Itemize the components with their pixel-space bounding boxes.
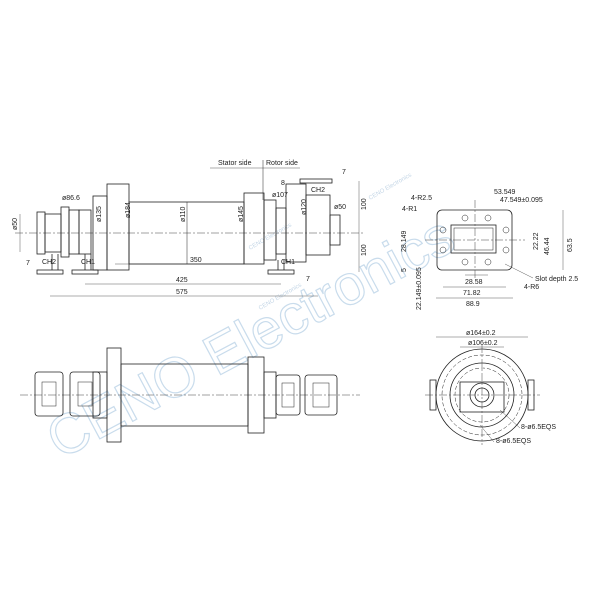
dim-53-549: 53.549 — [494, 189, 516, 196]
stator-side-label: Stator side — [218, 160, 252, 167]
holes-label-2: 8-ø6.5EQS — [496, 438, 531, 445]
dim-d86-6: ø86.6 — [62, 195, 80, 202]
dim-22-149: 22.149±0.095 — [416, 267, 423, 310]
dim-100-bottom: 100 — [361, 244, 368, 256]
flange-view: 4-R2.5 4-R1 53.549 47.549±0.095 22.22 46… — [401, 189, 578, 310]
ch2-right-label: CH2 — [311, 187, 325, 194]
dim-22-22: 22.22 — [533, 232, 540, 250]
r6-label: 4-R6 — [524, 284, 539, 291]
watermark-small: CENO Electronics — [368, 172, 413, 201]
dim-d120: ø120 — [301, 199, 308, 215]
dim-d164: ø164±0.2 — [466, 330, 496, 337]
holes-label-1: 8-ø6.5EQS — [521, 424, 556, 431]
watermark-text: CENO Electronics — [36, 203, 464, 470]
end-view: ø164±0.2 ø106±0.2 8-ø6.5EQS 8-ø6.5EQS — [425, 330, 556, 445]
dim-88-9: 88.9 — [466, 301, 480, 308]
dim-8: 8 — [281, 180, 285, 187]
dim-d145: ø145 — [238, 206, 245, 222]
dim-7-left: 7 — [26, 260, 30, 267]
dim-425: 425 — [176, 277, 188, 284]
slot-depth-label: Slot depth 2.5 — [535, 276, 578, 283]
dim-28-149: 28.149 — [401, 230, 408, 252]
dim-63-5: 63.5 — [567, 238, 574, 252]
ch2-left-label: CH2 — [42, 259, 56, 266]
dim-7-top: 7 — [342, 169, 346, 176]
side-view: Stator side Rotor side 350 425 575 ø50 ø… — [12, 160, 368, 297]
dim-5: 5 — [401, 268, 408, 272]
dim-d184: ø184 — [125, 202, 132, 218]
dim-d107: ø107 — [272, 192, 288, 199]
r1-label: 4-R1 — [402, 206, 417, 213]
rotor-side-label: Rotor side — [266, 160, 298, 167]
dim-46-44: 46.44 — [544, 237, 551, 255]
dim-28-58: 28.58 — [465, 279, 483, 286]
dim-d50-right: ø50 — [334, 204, 346, 211]
dim-575: 575 — [176, 289, 188, 296]
ch1-right-label: CH1 — [281, 259, 295, 266]
dim-7-right: 7 — [306, 276, 310, 283]
ch1-left-label: CH1 — [81, 259, 95, 266]
dim-71-82: 71.82 — [463, 290, 481, 297]
dim-d135: ø135 — [96, 206, 103, 222]
dim-350: 350 — [190, 257, 202, 264]
r2-5-label: 4-R2.5 — [411, 195, 432, 202]
dim-100-top: 100 — [361, 198, 368, 210]
dim-d106: ø106±0.2 — [468, 340, 498, 347]
dim-d50-left: ø50 — [12, 218, 19, 230]
dim-d110: ø110 — [180, 206, 187, 222]
plan-view — [20, 347, 360, 443]
dim-47-549: 47.549±0.095 — [500, 197, 543, 204]
